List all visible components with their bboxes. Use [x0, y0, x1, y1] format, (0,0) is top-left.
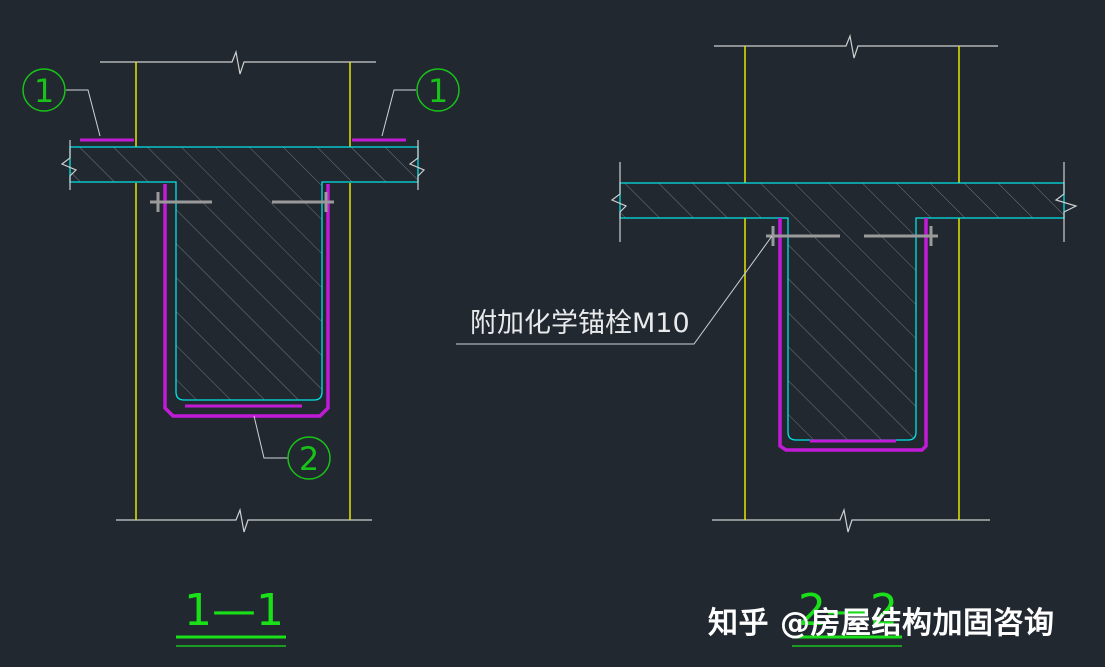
section-2-2-detail: 附加化学锚栓M10 2—2 [456, 33, 1078, 647]
steel-u-jacket [778, 218, 928, 452]
svg-text:2: 2 [299, 440, 319, 478]
slab-concrete [69, 146, 419, 401]
watermark: 知乎 @房屋结构加固咨询 [708, 606, 1055, 641]
svg-text:1: 1 [34, 72, 54, 110]
break-line-top-left [100, 49, 376, 75]
slab-break-left [60, 140, 78, 190]
callout-2: 2 [287, 436, 331, 480]
anchor-bolt-left [150, 192, 212, 212]
break-line-bottom-left [116, 507, 372, 533]
slab-break-right [408, 140, 426, 190]
svg-text:1: 1 [428, 72, 448, 110]
slab-concrete [619, 182, 1065, 441]
steel-u-jacket [163, 184, 330, 418]
break-line-bottom-right [712, 507, 990, 533]
leader-line-1-right [381, 89, 416, 137]
slab-break-right [1054, 162, 1078, 242]
section-title-1-1: 1—1 [184, 585, 284, 636]
anchor-note: 附加化学锚栓M10 [470, 308, 690, 339]
callout-1-left: 1 [22, 68, 66, 112]
callout-1-right: 1 [416, 68, 460, 112]
anchor-bolt-left [766, 226, 840, 246]
section-1-1-detail: 1 1 2 1—1 [22, 49, 460, 647]
anchor-note-leader [456, 235, 773, 345]
section-title-2-2: 2—2 [798, 585, 898, 636]
leader-line-1-left [66, 89, 101, 137]
slab-break-left [610, 162, 628, 242]
anchor-bolt-right [272, 192, 334, 212]
anchor-bolt-right [864, 226, 938, 246]
break-line-top-right [714, 33, 998, 59]
leader-line-2 [253, 415, 288, 459]
